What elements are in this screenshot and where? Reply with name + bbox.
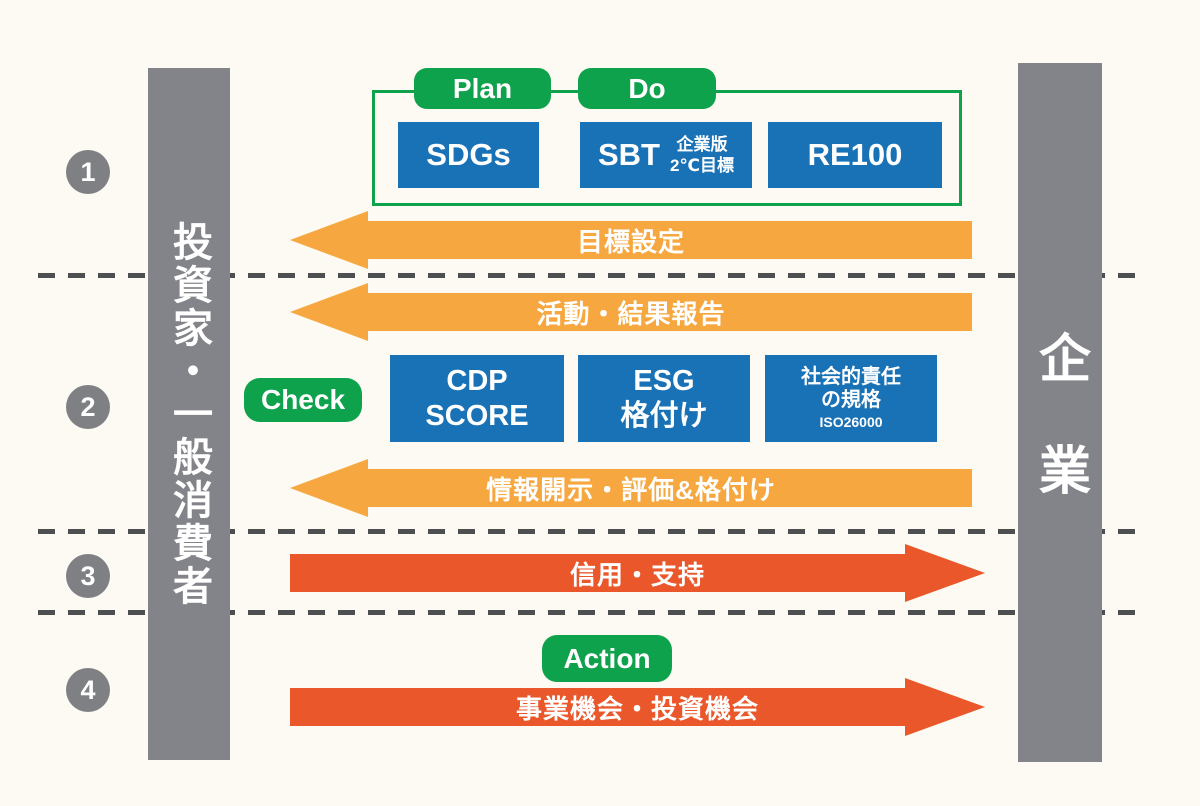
- step-number-3: 3: [80, 560, 96, 591]
- section-divider-1: [38, 273, 1136, 278]
- step-circle-1: 1: [66, 150, 110, 194]
- cdp-line1: CDP: [446, 364, 508, 397]
- sdgs-box-label: SDGs: [426, 137, 511, 172]
- plan-badge: Plan: [414, 68, 551, 109]
- section-divider-3: [38, 610, 1138, 615]
- iso26000-box: 社会的責任 の規格 ISO26000: [765, 355, 937, 442]
- companies-label: 企業: [1030, 330, 1089, 555]
- step-number-1: 1: [80, 156, 96, 187]
- esg-rating-label: ESG 格付け: [620, 364, 707, 434]
- trust-support-arrow-label: 信用・支持: [569, 559, 705, 590]
- goal-setting-arrow: 目標設定: [290, 211, 972, 269]
- step-circle-2: 2: [66, 385, 110, 429]
- activity-report-arrow: 活動・結果報告: [290, 283, 972, 341]
- investors-consumers-bar: 投資家・一般消費者: [148, 68, 230, 760]
- do-badge-label: Do: [628, 72, 666, 104]
- sbt-box: SBT 企業版 2℃目標: [580, 122, 752, 188]
- esg-line2: 格付け: [620, 399, 708, 432]
- iso-line2: の規格: [821, 389, 881, 412]
- action-badge-label: Action: [563, 642, 651, 674]
- right-arrowhead-icon: [905, 678, 985, 736]
- cdp-score-box: CDP SCORE: [390, 355, 564, 442]
- sdgs-box: SDGs: [398, 122, 539, 188]
- disclosure-rating-arrow: 情報開示・評価&格付け: [290, 459, 972, 517]
- cdp-score-label: CDP SCORE: [425, 364, 528, 434]
- business-investment-opportunity-arrow-label: 事業機会・投資機会: [515, 693, 759, 724]
- plan-badge-label: Plan: [452, 72, 513, 104]
- check-badge-label: Check: [260, 384, 346, 415]
- sbt-box-subtitle: 企業版 2℃目標: [670, 134, 734, 177]
- sbt-sub-line2: 2℃目標: [669, 156, 735, 175]
- goal-setting-arrow-label: 目標設定: [576, 226, 685, 257]
- sbt-sub-line1: 企業版: [676, 134, 728, 154]
- section-divider-2: [38, 529, 1138, 534]
- business-investment-opportunity-arrow: 事業機会・投資機会: [290, 678, 985, 736]
- left-arrowhead-icon: [290, 459, 368, 517]
- iso26000-label: 社会的責任 の規格 ISO26000: [801, 366, 901, 430]
- do-badge: Do: [578, 68, 716, 109]
- re100-box: RE100: [768, 122, 942, 188]
- esg-rating-box: ESG 格付け: [578, 355, 750, 442]
- activity-report-arrow-label: 活動・結果報告: [536, 298, 726, 329]
- right-arrowhead-icon: [905, 544, 985, 602]
- investors-consumers-label: 投資家・一般消費者: [167, 220, 211, 608]
- iso-line3: ISO26000: [819, 414, 883, 431]
- sbt-box-label: SBT: [597, 137, 660, 172]
- cdp-line2: SCORE: [425, 399, 529, 432]
- step-number-2: 2: [80, 391, 96, 422]
- esg-line1: ESG: [633, 364, 695, 397]
- step-number-4: 4: [80, 674, 96, 705]
- companies-bar: 企業: [1018, 63, 1102, 762]
- iso-line1: 社会的責任: [801, 366, 901, 389]
- re100-box-label: RE100: [807, 137, 903, 172]
- trust-support-arrow: 信用・支持: [290, 544, 985, 602]
- step-circle-3: 3: [66, 554, 110, 598]
- disclosure-rating-arrow-label: 情報開示・評価&格付け: [486, 474, 776, 505]
- left-arrowhead-icon: [290, 211, 368, 269]
- left-arrowhead-icon: [290, 283, 368, 341]
- check-badge: Check: [244, 378, 362, 422]
- action-badge: Action: [542, 635, 672, 682]
- step-circle-4: 4: [66, 668, 110, 712]
